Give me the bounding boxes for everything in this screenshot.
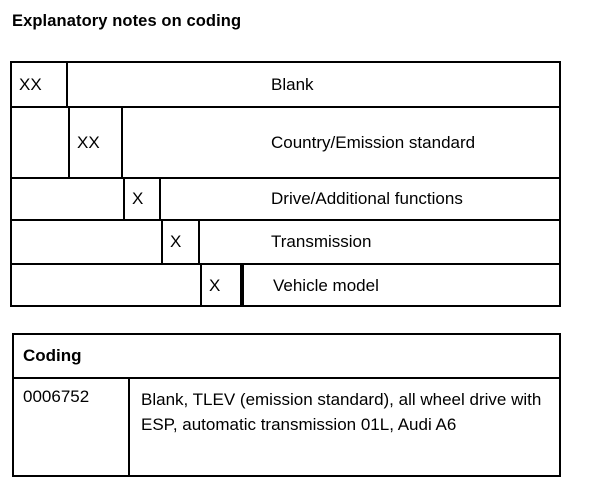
page-title: Explanatory notes on coding [12,12,242,30]
coding-table-header: Coding [14,335,559,379]
code-position-label: Transmission [271,232,372,251]
code-position-label: Blank [271,74,314,94]
code-position-label: Country/Emission standard [271,132,476,152]
code-position-label: Drive/Additional functions [271,189,463,208]
code-position-cell: XX [12,63,68,106]
table-row: X Transmission [12,221,559,265]
table-row: X Drive/Additional functions [12,179,559,221]
coding-value-table: Coding 0006752 Blank, TLEV (emission sta… [12,333,561,477]
table-row: 0006752 Blank, TLEV (emission standard),… [14,379,559,475]
coding-description: Blank, TLEV (emission standard), all whe… [141,390,542,434]
code-position-cell: XX [68,108,123,177]
table-row: XX Country/Emission standard [12,108,559,179]
table-row: X Vehicle model [12,265,559,307]
coding-structure-table: XX Blank XX Country/Emission standard X … [10,61,561,307]
code-position-cell: X [123,179,161,219]
coding-number: 0006752 [14,379,130,475]
code-position-cell: X [161,221,200,263]
table-row: XX Blank [12,63,559,108]
code-position-cell: X [200,265,242,307]
code-position-label: Vehicle model [242,265,559,307]
